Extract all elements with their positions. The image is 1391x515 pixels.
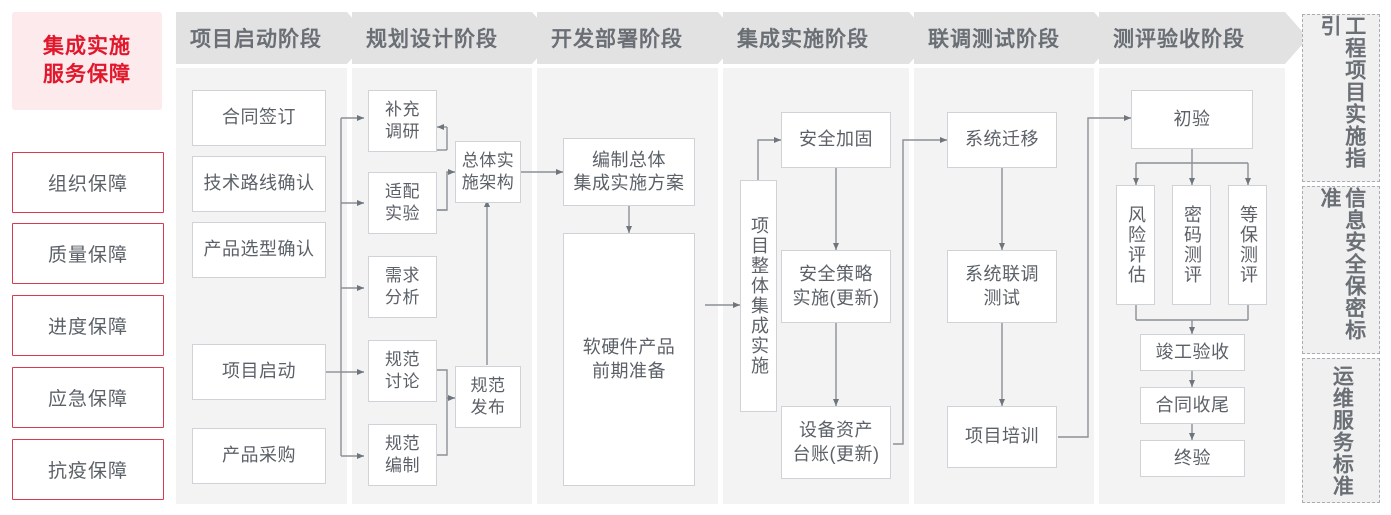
right-panel-label-1: 工程项目实施指引	[1318, 15, 1366, 169]
right-panel-engineering-guide[interactable]: 工程项目实施指引	[1302, 14, 1380, 182]
node-contract-closeout[interactable]: 合同收尾	[1140, 387, 1245, 424]
right-panel-label-2: 信息安全保密标准	[1318, 187, 1366, 341]
stage-header-6[interactable]: 测评验收阶段	[1099, 12, 1308, 64]
stage-header-4[interactable]: 集成实施阶段	[723, 12, 932, 64]
sidebar-item-epidemic[interactable]: 抗疫保障	[12, 439, 164, 500]
node-final-acceptance[interactable]: 终验	[1140, 440, 1245, 477]
node-spec-drafting[interactable]: 规范编制	[368, 424, 437, 486]
node-adaptation-experiment[interactable]: 适配实验	[368, 172, 437, 234]
stage-header-5[interactable]: 联调测试阶段	[914, 12, 1117, 64]
node-system-migration[interactable]: 系统迁移	[947, 112, 1057, 168]
stage-label-1: 项目启动阶段	[190, 28, 322, 51]
node-asset-ledger-update[interactable]: 设备资产台账(更新)	[781, 406, 891, 479]
node-product-purchase[interactable]: 产品采购	[192, 428, 326, 484]
node-completion-acceptance[interactable]: 竣工验收	[1140, 334, 1245, 371]
sidebar-item-organization[interactable]: 组织保障	[12, 152, 164, 213]
sidebar-item-quality[interactable]: 质量保障	[12, 223, 164, 284]
sidebar-title-line-2: 服务保障	[43, 63, 131, 86]
sidebar-title-line-1: 集成实施	[43, 35, 131, 59]
stage-label-6: 测评验收阶段	[1113, 28, 1245, 51]
node-product-selection[interactable]: 产品选型确认	[192, 222, 326, 278]
node-preliminary-acceptance[interactable]: 初验	[1131, 90, 1253, 149]
node-tech-route-confirm[interactable]: 技术路线确认	[192, 156, 326, 212]
right-panel-security-standard[interactable]: 信息安全保密标准	[1302, 186, 1380, 354]
node-system-joint-test[interactable]: 系统联调测试	[947, 250, 1057, 323]
sidebar-item-emergency[interactable]: 应急保障	[12, 367, 164, 428]
node-cryptography-evaluation[interactable]: 密码测评	[1172, 185, 1211, 305]
node-hardware-software-preparation[interactable]: 软硬件产品前期准备	[563, 233, 695, 486]
node-spec-release[interactable]: 规范发布	[455, 366, 521, 428]
stage-label-3: 开发部署阶段	[551, 28, 683, 51]
stage-label-5: 联调测试阶段	[928, 28, 1060, 51]
stage-header-2[interactable]: 规划设计阶段	[352, 12, 555, 64]
stage-header-1[interactable]: 项目启动阶段	[176, 12, 370, 64]
node-project-kickoff[interactable]: 项目启动	[192, 344, 326, 400]
node-risk-assessment[interactable]: 风险评估	[1116, 185, 1155, 305]
node-overall-implementation-architecture[interactable]: 总体实施架构	[455, 141, 521, 203]
node-security-hardening[interactable]: 安全加固	[781, 112, 891, 168]
sidebar-item-schedule[interactable]: 进度保障	[12, 295, 164, 356]
node-draft-overall-integration-plan[interactable]: 编制总体集成实施方案	[563, 138, 695, 206]
sidebar-title: 集成实施 服务保障	[12, 12, 162, 110]
node-project-training[interactable]: 项目培训	[947, 406, 1057, 468]
node-mlps-evaluation[interactable]: 等保测评	[1228, 185, 1267, 305]
stage-header-3[interactable]: 开发部署阶段	[537, 12, 741, 64]
right-panel-label-3: 运维服务标准	[1330, 364, 1354, 497]
stage-label-2: 规划设计阶段	[366, 28, 498, 51]
chevron-right-icon-6	[1285, 12, 1310, 64]
right-panel-ops-standard[interactable]: 运维服务标准	[1302, 358, 1380, 503]
node-supplementary-research[interactable]: 补充调研	[368, 90, 437, 152]
node-overall-project-integration[interactable]: 项目整体集成实施	[740, 180, 777, 412]
node-security-policy-update[interactable]: 安全策略实施(更新)	[781, 250, 891, 323]
node-requirement-analysis[interactable]: 需求分析	[368, 256, 437, 318]
stage-label-4: 集成实施阶段	[737, 28, 869, 51]
node-contract-signing[interactable]: 合同签订	[192, 90, 326, 146]
node-spec-discussion[interactable]: 规范讨论	[368, 340, 437, 402]
